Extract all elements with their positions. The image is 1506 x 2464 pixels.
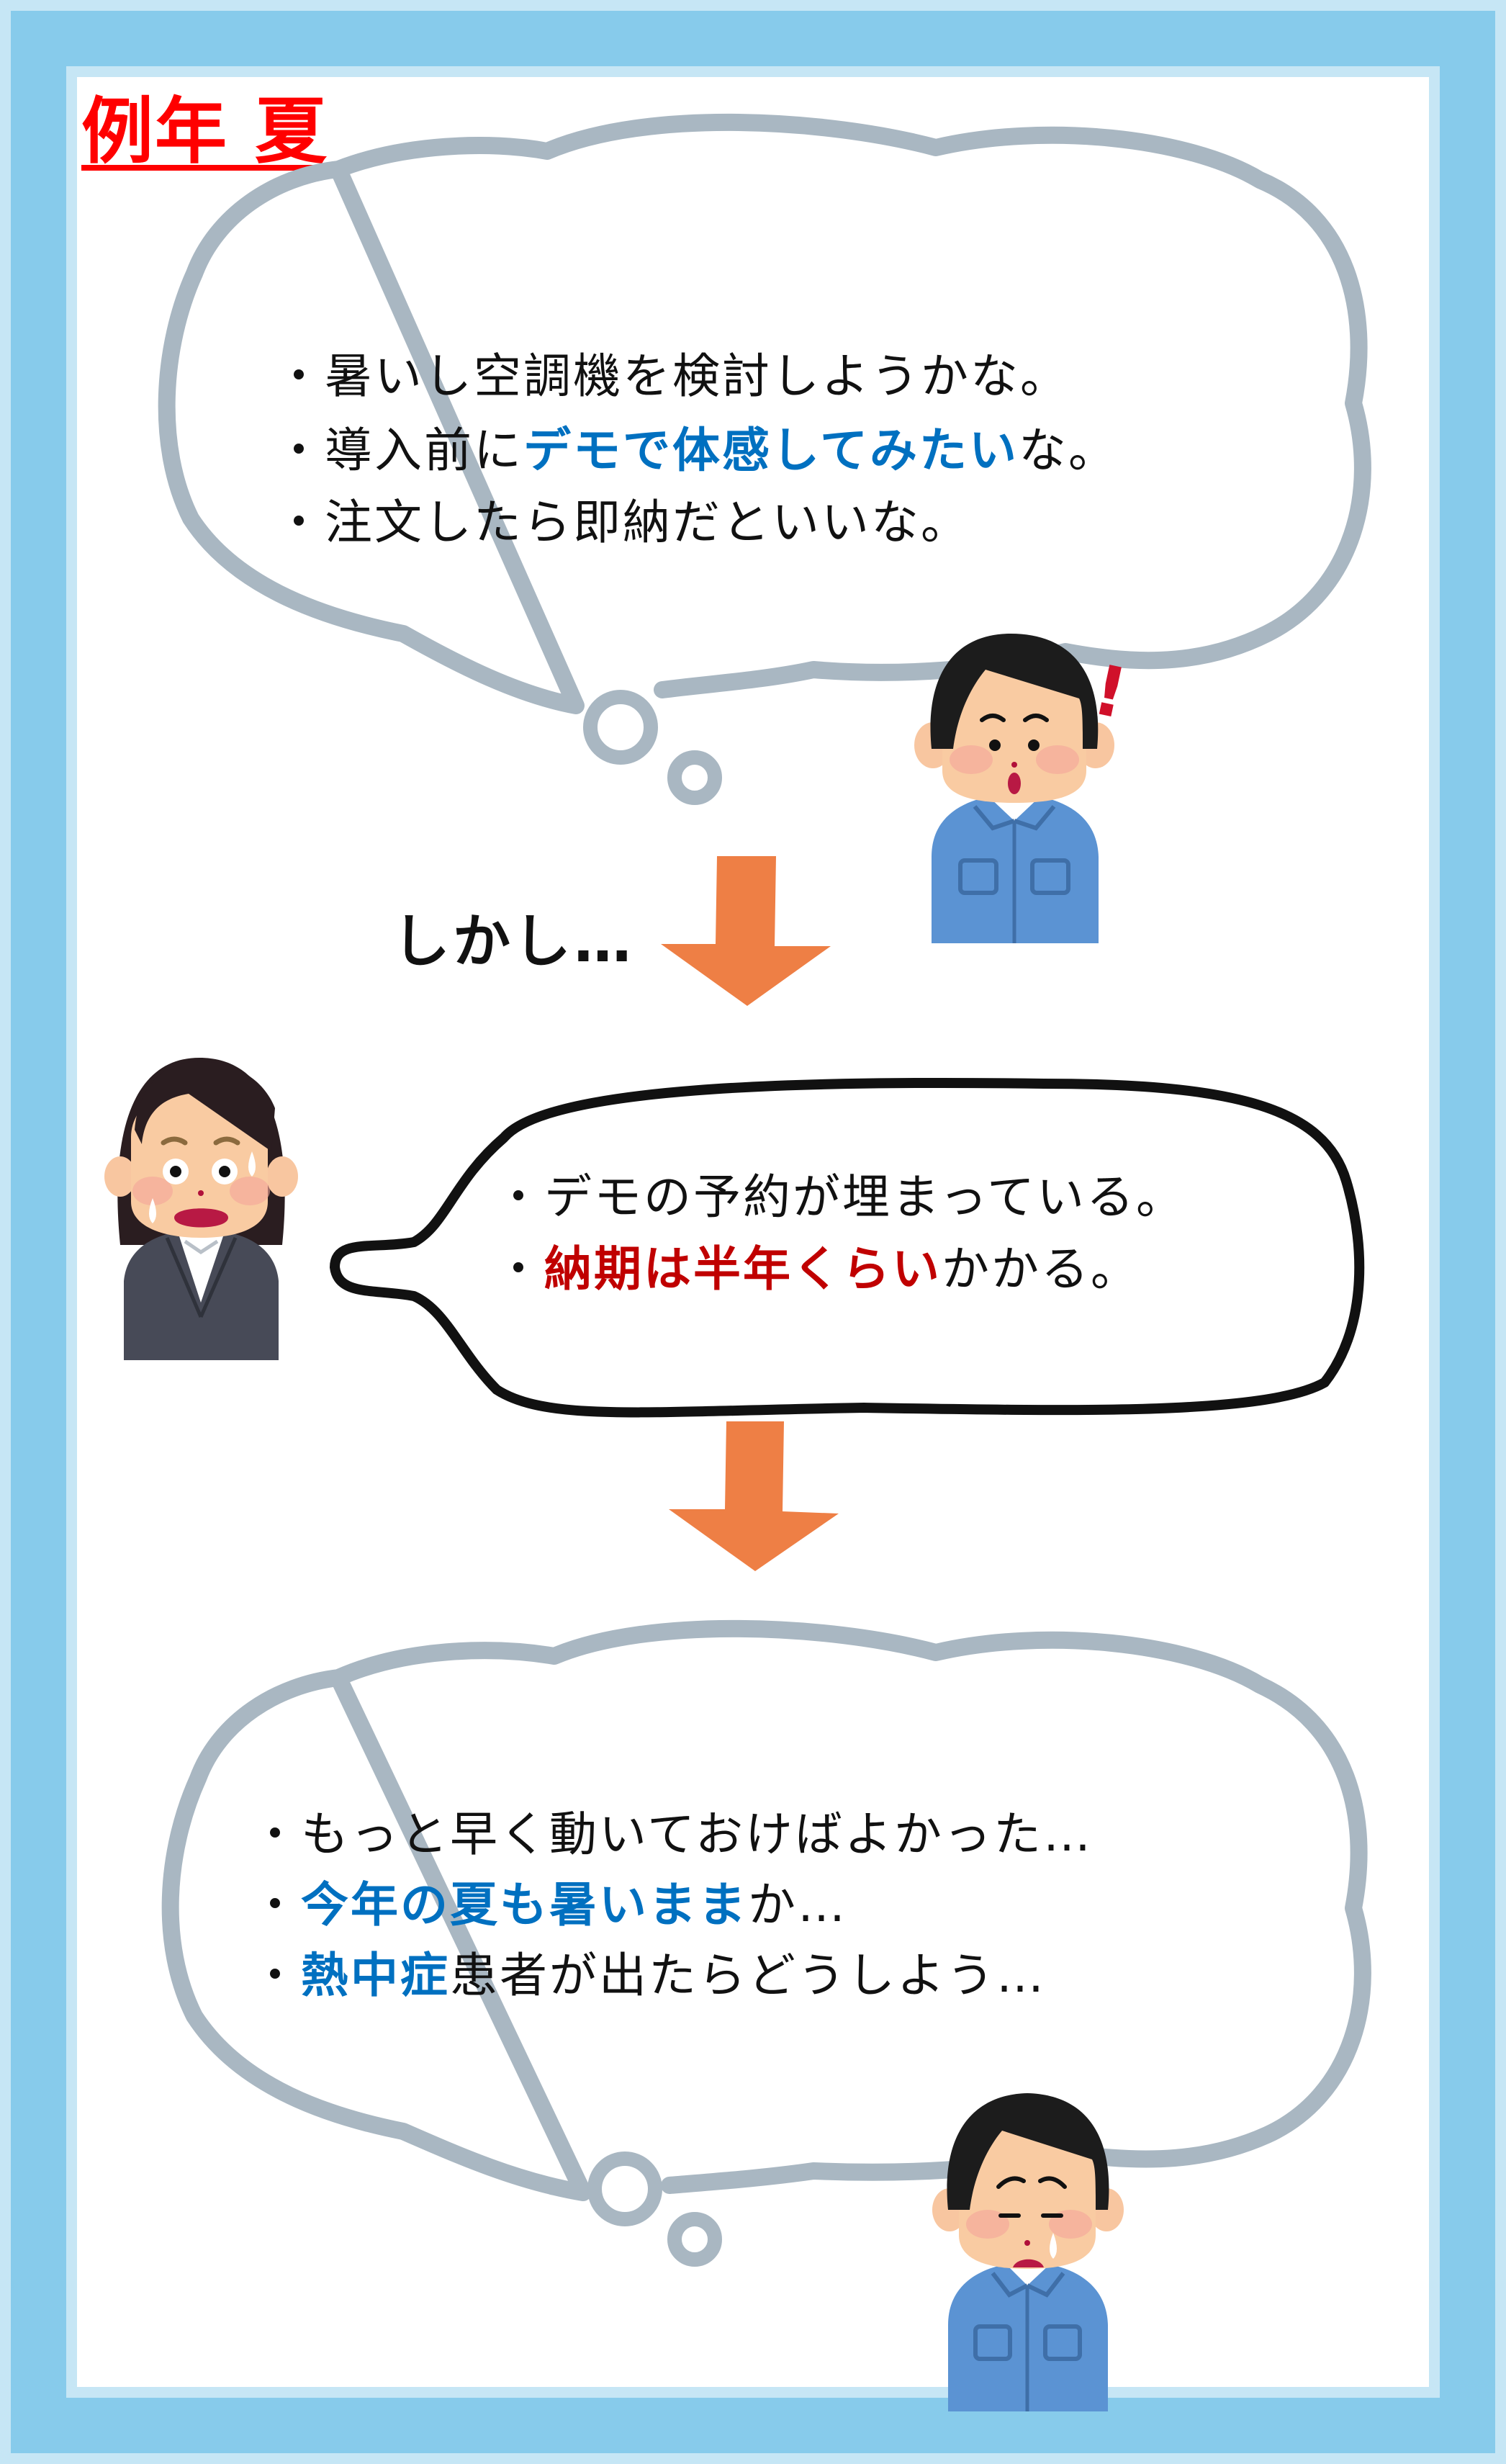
business-woman-shocked-illustration (104, 1058, 298, 1360)
thought-line: ・もっと早く動いておけばよかった… (251, 1811, 1093, 1858)
line-highlight: デモで体感してみたい (523, 423, 1019, 478)
thought-line: ・今年の夏も暑いままか… (251, 1881, 847, 1929)
line-text-post: 患者が出たらどうしよう… (450, 1948, 1046, 2003)
bullet: ・ (495, 1241, 544, 1297)
down-arrow-icon (661, 856, 831, 1006)
line-highlight: 今年の夏も暑いまま (301, 1877, 748, 1933)
speech-line: ・デモの予約が埋まっている。 (495, 1174, 1186, 1221)
bullet: ・ (275, 349, 325, 404)
line-highlight: 納期は半年くらい (544, 1241, 942, 1297)
line-text: 導入前に (325, 423, 523, 478)
bullet: ・ (251, 1948, 301, 2003)
speech-line: ・納期は半年くらいかかる。 (495, 1246, 1140, 1293)
bullet: ・ (275, 495, 325, 550)
thought-line: ・暑いし空調機を検討しようかな。 (275, 353, 1070, 400)
worker-man-sad-illustration (932, 2093, 1124, 2411)
thought-line: ・注文したら即納だといいな。 (275, 499, 970, 547)
line-text: デモの予約が埋まっている。 (544, 1169, 1186, 1225)
line-text-post: かかる。 (942, 1241, 1140, 1297)
line-text: 暑いし空調機を検討しようかな。 (325, 349, 1070, 404)
bullet: ・ (275, 423, 325, 478)
page-title: 例年 夏 (81, 89, 328, 174)
transition-label: しかし… (392, 908, 634, 975)
thought-line: ・熱中症患者が出たらどうしよう… (251, 1952, 1046, 2000)
bullet: ・ (251, 1807, 301, 1862)
bullet: ・ (251, 1877, 301, 1933)
line-text-post: な。 (1019, 423, 1119, 478)
line-highlight: 熱中症 (301, 1948, 450, 2003)
line-text: 注文したら即納だといいな。 (325, 495, 970, 550)
bullet: ・ (495, 1169, 544, 1225)
line-text: もっと早く動いておけばよかった… (301, 1807, 1094, 1862)
thought-line: ・導入前にデモで体感してみたいな。 (275, 427, 1118, 475)
worker-man-surprised-illustration (914, 634, 1114, 943)
down-arrow-icon (669, 1421, 839, 1571)
line-text-post: か… (748, 1877, 847, 1933)
